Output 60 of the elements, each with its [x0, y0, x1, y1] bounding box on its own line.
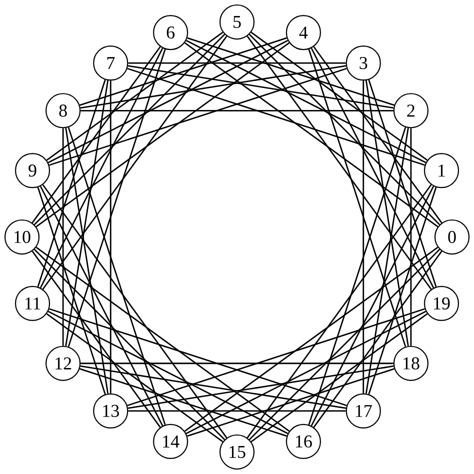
edge-line — [368, 187, 437, 394]
edge-line — [362, 80, 364, 394]
edge-line — [250, 313, 428, 442]
edge-line — [127, 68, 425, 166]
edge-line — [80, 368, 287, 437]
edge-line — [48, 40, 288, 164]
edge-line — [80, 65, 346, 109]
edge-line — [36, 42, 290, 228]
edge-line — [368, 80, 437, 287]
edge-line — [40, 186, 164, 426]
edge-line — [34, 248, 226, 440]
edge-line — [184, 246, 438, 432]
edge-line — [308, 49, 406, 347]
edge-line — [46, 32, 224, 161]
edge-line — [128, 65, 394, 109]
edge-line — [65, 80, 109, 346]
edge-line — [42, 184, 228, 438]
edge-line — [37, 80, 106, 287]
edge-line — [68, 49, 166, 347]
edge-line — [310, 48, 434, 288]
edge-line — [313, 250, 442, 428]
edge-line — [410, 128, 412, 346]
edge-line — [65, 128, 109, 394]
edge-line — [184, 42, 438, 228]
edge-line — [187, 368, 394, 437]
edge-line — [68, 127, 166, 425]
edge-line — [246, 36, 432, 290]
edge-line — [128, 62, 346, 64]
edge-line — [127, 308, 425, 406]
edge-line — [49, 68, 347, 166]
edge-line — [365, 128, 409, 394]
edge-line — [80, 110, 394, 112]
edge-line — [49, 308, 347, 406]
edge-line — [34, 34, 226, 226]
edge-line — [186, 310, 426, 434]
edge-line — [248, 248, 440, 440]
edge-line — [186, 40, 426, 164]
edge-line — [365, 80, 409, 346]
edge-line — [187, 37, 394, 106]
edge-line — [42, 36, 228, 290]
edge-line — [313, 46, 442, 224]
edge-line — [80, 37, 287, 106]
edge-line — [250, 32, 428, 161]
edge-line — [46, 313, 224, 442]
edge-line — [128, 365, 394, 409]
edge-line — [32, 250, 161, 428]
edge-line — [246, 184, 432, 438]
edge-line — [48, 310, 288, 434]
edge-line — [308, 127, 406, 425]
edge-line — [128, 410, 346, 412]
edge-line — [62, 128, 64, 346]
edge-line — [40, 48, 164, 288]
edge-line — [310, 186, 434, 426]
edge-line — [36, 246, 290, 432]
edge-line — [248, 34, 440, 226]
edge-line — [32, 46, 161, 224]
edge-line — [110, 80, 112, 394]
edge-line — [37, 187, 106, 394]
edge-line — [80, 365, 346, 409]
edge-line — [80, 362, 394, 364]
